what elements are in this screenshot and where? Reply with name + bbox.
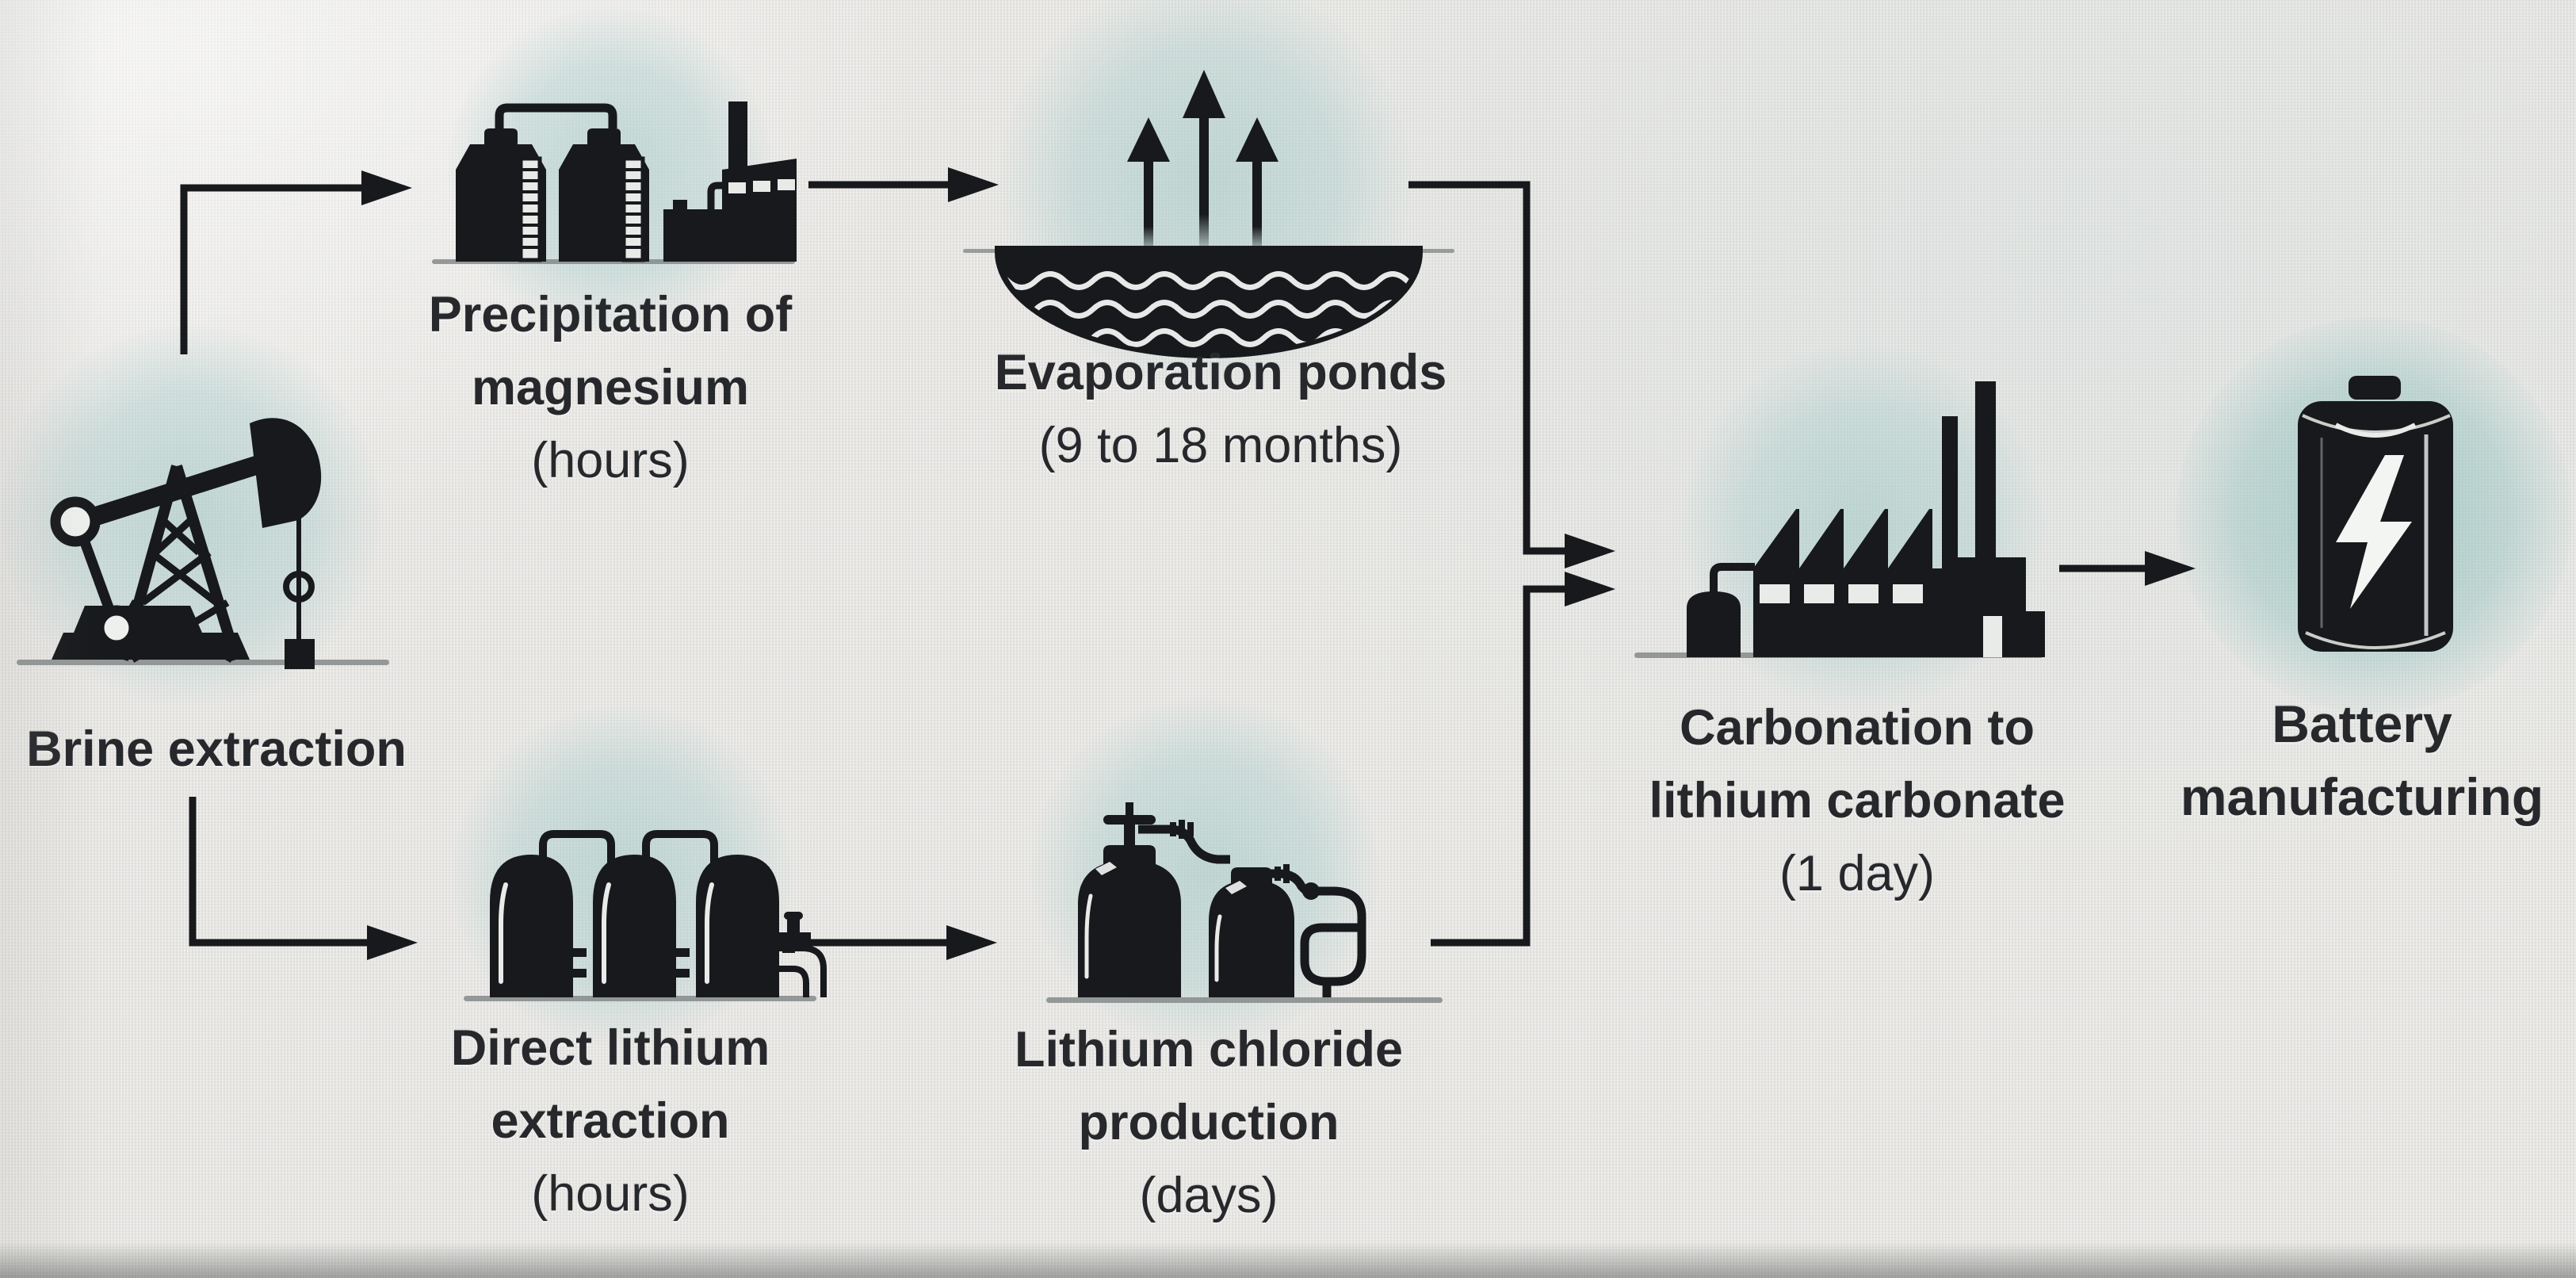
extraction-columns-icon	[464, 830, 827, 1001]
label-brine-extraction: Brine extraction	[0, 713, 470, 786]
gas-bottles-coil-icon	[1046, 802, 1443, 1003]
label-text: extraction	[491, 1093, 730, 1149]
oil-pumpjack-icon	[17, 418, 389, 669]
label-precipitation: Precipitation of magnesium (hours)	[333, 278, 888, 497]
label-duration: (hours)	[531, 433, 690, 488]
arrow-precipitation-to-evaporation	[808, 167, 999, 202]
label-direct-lithium: Direct lithium extraction (hours)	[357, 1012, 864, 1230]
label-text: production	[1078, 1095, 1340, 1150]
outlet-pump	[777, 912, 827, 997]
label-text: Direct lithium	[450, 1020, 770, 1076]
label-text: lithium carbonate	[1649, 773, 2066, 828]
arrow-carbonation-to-battery	[2059, 551, 2196, 586]
label-text: Lithium chloride	[1014, 1022, 1403, 1077]
chemical-tanks-plant-icon	[432, 101, 797, 264]
label-duration: (days)	[1139, 1168, 1278, 1223]
valve-detail	[1103, 802, 1156, 850]
bottle-highlights	[1084, 893, 1222, 982]
vapor-arrows	[1127, 70, 1278, 254]
arrow-brine-to-precipitation	[180, 170, 412, 354]
label-text: Evaporation ponds	[994, 345, 1447, 400]
label-lithium-chloride: Lithium chloride production (days)	[939, 1013, 1478, 1232]
lightning-bolt	[2336, 455, 2412, 609]
label-text: Precipitation of	[428, 287, 793, 342]
coil-detail	[1300, 886, 1366, 997]
label-duration: (9 to 18 months)	[1038, 418, 1403, 473]
label-text: manufacturing	[2180, 767, 2544, 826]
arrow-lithium-chloride-to-carbonation	[1431, 572, 1615, 947]
arrow-direct-lithium-to-lithium-chloride	[805, 925, 997, 960]
battery-bolt-icon	[2298, 376, 2453, 652]
ladder-detail	[518, 156, 645, 262]
label-carbonation: Carbonation to lithium carbonate (1 day)	[1516, 691, 2198, 910]
label-text: Battery	[2272, 694, 2452, 753]
label-battery: Battery manufacturing	[2045, 687, 2576, 833]
arrow-evaporation-to-carbonation	[1408, 181, 1615, 568]
factory-icon	[1634, 381, 2045, 658]
evaporating-pond-icon	[963, 70, 1454, 358]
label-text: magnesium	[471, 360, 750, 415]
tank-highlights	[499, 882, 714, 984]
label-duration: (hours)	[531, 1166, 690, 1222]
label-text: Carbonation to	[1680, 700, 2035, 756]
arrow-brine-to-direct-lithium	[189, 797, 418, 960]
label-evaporation: Evaporation ponds (9 to 18 months)	[919, 336, 1522, 482]
label-duration: (1 day)	[1779, 846, 1936, 901]
label-text: Brine extraction	[26, 721, 407, 777]
